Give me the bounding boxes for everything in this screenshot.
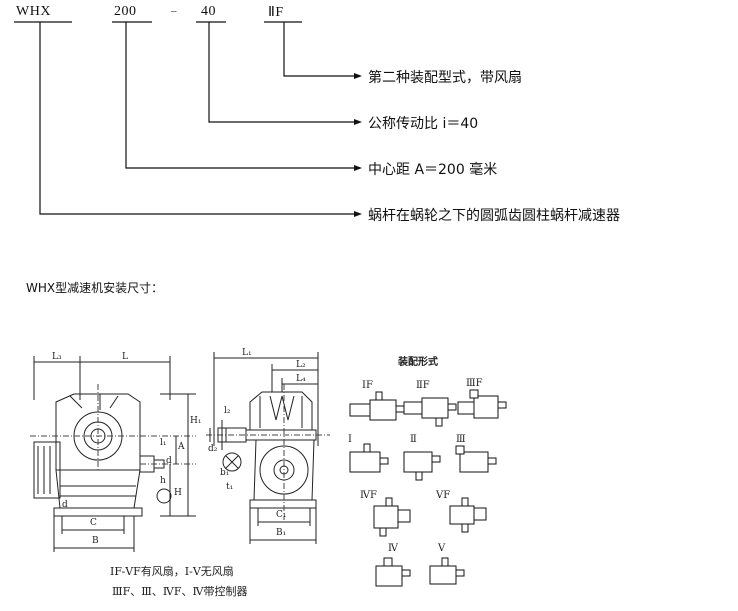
label-b1-small: b₁	[220, 468, 230, 478]
side-housing-upper	[249, 391, 313, 431]
label-b: B	[92, 536, 99, 546]
label-d-small: d	[62, 500, 68, 510]
arrow-1	[354, 73, 362, 79]
label-l4: L₄	[296, 374, 306, 384]
label-l3: L₃	[52, 352, 62, 362]
assembly-label-if: ⅠF	[362, 380, 373, 391]
assembly-label-ivf: ⅣF	[360, 490, 377, 501]
label-h1: H₁	[190, 416, 202, 426]
assembly-ivf	[373, 497, 411, 537]
label-d-front: d	[166, 456, 172, 466]
model-code-leaders	[14, 21, 356, 215]
assembly-iii	[455, 445, 497, 473]
code-part-assembly: ⅡF	[268, 5, 284, 20]
assembly-title: 装配形式	[398, 357, 438, 368]
front-view-drawing	[30, 356, 196, 552]
code-part-ratio: 40	[201, 4, 216, 19]
side-view-drawing	[206, 352, 330, 544]
assembly-label-vf: ⅤF	[436, 490, 451, 501]
assembly-label-v: Ⅴ	[438, 543, 446, 554]
code-part-type: WHX	[16, 4, 51, 19]
label-l1-front: l₁	[160, 438, 167, 448]
code-part-center-distance: 200	[114, 4, 137, 19]
label-d2: d₂	[208, 444, 218, 454]
assembly-label-iif: ⅡF	[416, 380, 430, 391]
label-h-small: h	[160, 476, 166, 486]
assembly-iiif	[457, 389, 507, 419]
assembly-label-iv: Ⅳ	[388, 543, 398, 554]
label-c: C	[90, 518, 97, 528]
arrow-4	[354, 211, 362, 217]
assembly-vf	[449, 497, 487, 533]
assembly-iif	[403, 397, 457, 427]
label-h: H	[174, 488, 182, 498]
leader-center-distance	[125, 22, 356, 169]
code-dash: –	[171, 5, 177, 17]
housing-lower	[55, 469, 141, 509]
arrow-2	[354, 119, 362, 125]
label-l2: L₂	[296, 360, 306, 370]
label-t1: t₁	[226, 482, 234, 492]
label-c1: C₁	[276, 510, 287, 520]
leader-type	[39, 22, 356, 215]
assembly-label-ii: Ⅱ	[410, 434, 417, 445]
assembly-drawings	[349, 389, 507, 587]
assembly-ii	[403, 451, 441, 481]
side-base	[249, 499, 317, 509]
label-l2-small: l₂	[224, 406, 231, 416]
label-a: A	[178, 442, 185, 452]
leader-arrows	[354, 73, 362, 217]
assembly-v	[429, 557, 465, 585]
leader-assembly-form	[283, 22, 356, 77]
explanation-center-distance: 中心距 A＝200 毫米	[368, 162, 498, 178]
arrow-3	[354, 165, 362, 171]
assembly-i	[349, 443, 389, 473]
caption-fan-note: ⅠF-ⅤF有风扇，Ⅰ-Ⅴ无风扇	[110, 565, 234, 578]
section-heading: WHX型减速机安装尺寸：	[26, 281, 164, 295]
assembly-label-iiif: ⅢF	[466, 378, 483, 389]
explanation-ratio: 公称传动比 i＝40	[368, 116, 479, 132]
leader-ratio	[208, 22, 356, 123]
assembly-iv	[375, 557, 411, 587]
label-l1: L₁	[242, 348, 252, 358]
caption-controller-note: ⅢF、Ⅲ、ⅣF、Ⅳ带控制器	[112, 585, 248, 598]
assembly-label-iii: Ⅲ	[456, 434, 466, 445]
assembly-label-i: Ⅰ	[348, 434, 352, 445]
key-circle	[222, 452, 242, 472]
base-plate	[53, 507, 143, 517]
assembly-if	[349, 391, 405, 421]
label-b1: B₁	[276, 528, 287, 538]
explanation-reducer-type: 蜗杆在蜗轮之下的圆弧齿圆柱蜗杆减速器	[368, 208, 620, 224]
explanation-assembly-form: 第二种装配型式，带风扇	[368, 70, 522, 86]
label-l: L	[122, 352, 128, 362]
